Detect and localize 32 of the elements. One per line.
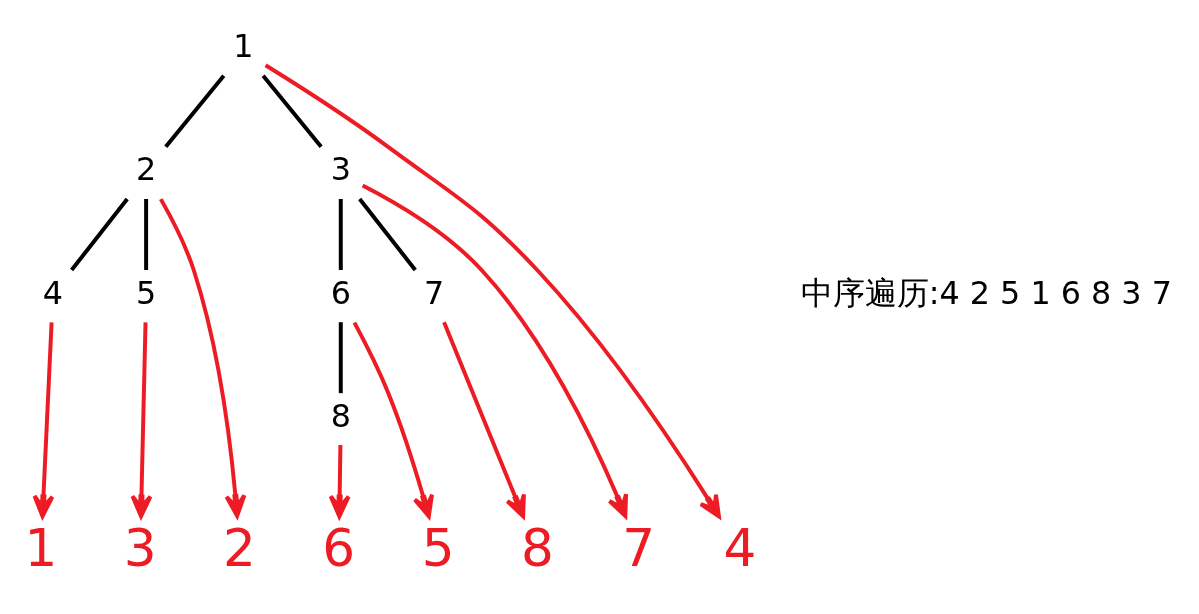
node-text: 3	[330, 151, 351, 188]
node-text: 2	[136, 151, 157, 188]
connector	[144, 199, 149, 270]
node-text: 8	[330, 397, 351, 434]
node-text: 7	[622, 517, 656, 578]
node-text: 5	[136, 274, 157, 311]
node-text: 3	[123, 517, 157, 578]
connector	[358, 197, 417, 272]
connector	[338, 199, 343, 270]
node-text: 7	[424, 274, 445, 311]
arrow	[32, 322, 55, 519]
label: 中序遍历:4 2 5 1 6 8 3 7	[800, 274, 1172, 311]
arrow	[442, 321, 526, 519]
arrow	[130, 322, 153, 519]
connector	[164, 74, 226, 149]
connector	[261, 74, 323, 149]
arrow	[328, 445, 351, 519]
node-text: 6	[330, 274, 351, 311]
node-text: 2	[223, 517, 256, 578]
arrow	[361, 183, 629, 518]
arrow	[159, 198, 247, 518]
node-text: 4	[42, 274, 63, 311]
node-text: 5	[421, 517, 455, 578]
arrow	[352, 321, 434, 519]
connector	[338, 322, 343, 394]
arrow	[264, 63, 721, 519]
node-text: 8	[521, 517, 554, 578]
node-text: 1	[233, 28, 254, 65]
node-text: 4	[723, 517, 757, 578]
connector	[70, 197, 129, 272]
node-text: 1	[24, 517, 58, 578]
node-text: 6	[322, 517, 356, 578]
